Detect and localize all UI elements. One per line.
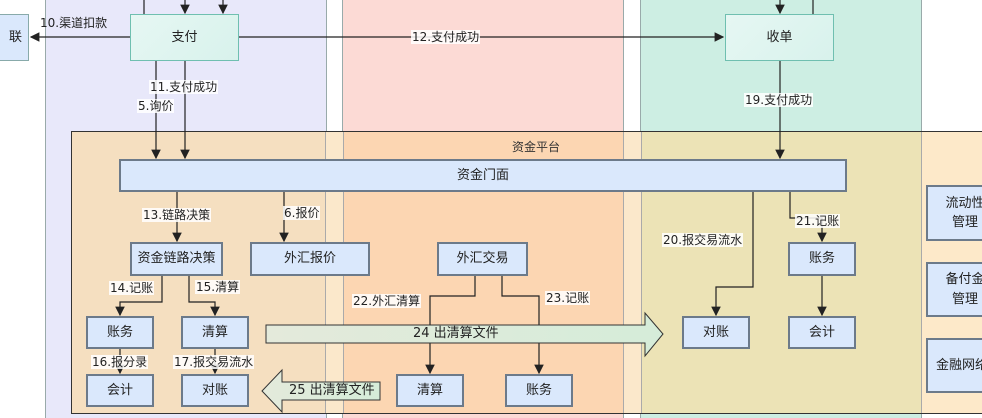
edge-label-17: 17.报交易流水: [173, 355, 255, 369]
edge-label-19: 19.支付成功: [744, 93, 814, 107]
edge-label-15: 15.清算: [195, 280, 241, 294]
edge-label-6: 6.报价: [283, 206, 321, 220]
fx-quote-node[interactable]: 外汇报价: [250, 242, 370, 276]
accounts-right-node[interactable]: 账务: [788, 242, 856, 276]
edge-label-16: 16.报分录: [91, 355, 149, 369]
accounts-left-node[interactable]: 账务: [86, 316, 154, 349]
clearing-file-arrow-left: [261, 368, 381, 414]
clearing-left-node[interactable]: 清算: [181, 316, 249, 349]
reserve-node[interactable]: 备付金管理: [926, 262, 982, 317]
edge-label-13: 13.链路决策: [142, 208, 212, 222]
edge-label-5: 5.询价: [137, 99, 175, 113]
acquiring-node[interactable]: 收单: [725, 14, 834, 61]
reconcile-left-node[interactable]: 对账: [181, 374, 249, 407]
pay-node[interactable]: 支付: [130, 14, 239, 61]
accounting-left-node[interactable]: 会计: [86, 374, 154, 407]
fund-platform-title: 资金平台: [512, 140, 561, 154]
accounting-right-node[interactable]: 会计: [788, 316, 856, 349]
partial-left-node[interactable]: 联: [0, 14, 29, 61]
edge-label-14: 14.记账: [109, 281, 155, 295]
fx-trade-node[interactable]: 外汇交易: [437, 242, 528, 276]
edge-label-12: 12.支付成功: [411, 30, 481, 44]
clearing-file-arrow-right: [265, 311, 664, 358]
fund-gateway-node[interactable]: 资金门面: [119, 159, 847, 192]
fin-network-node[interactable]: 金融网络: [926, 338, 982, 393]
edge-label-10: 10.渠道扣款: [40, 16, 108, 30]
edge-label-23: 23.记账: [545, 291, 591, 305]
edge-label-25: 25 出清算文件: [289, 383, 375, 398]
edge-label-21: 21.记账: [795, 214, 841, 228]
edge-label-11: 11.支付成功: [149, 80, 219, 94]
edge-label-22: 22.外汇清算: [352, 294, 422, 308]
edge-label-20: 20.报交易流水: [662, 233, 744, 247]
route-decision-node[interactable]: 资金链路决策: [130, 242, 223, 276]
liquidity-node[interactable]: 流动性管理: [926, 185, 982, 241]
edge-label-24: 24 出清算文件: [413, 326, 499, 341]
accounts-mid-node[interactable]: 账务: [505, 374, 573, 407]
reconcile-right-node[interactable]: 对账: [682, 316, 750, 349]
clearing-mid-node[interactable]: 清算: [396, 374, 464, 407]
